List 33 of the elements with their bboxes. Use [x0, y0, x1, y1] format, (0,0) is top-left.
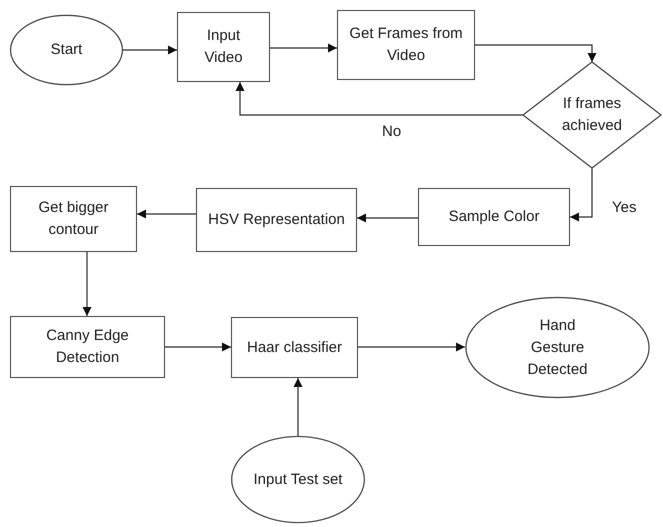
decision-diamond: [523, 62, 661, 168]
arrow: [570, 168, 593, 222]
node-label: Input Video: [203, 26, 244, 68]
arrow: [236, 82, 523, 116]
process-box: [231, 317, 358, 378]
arrow: [358, 342, 465, 352]
node-label: Haar classifier: [246, 338, 344, 358]
terminal-ellipse: [465, 297, 650, 398]
node-label: If frames achieved: [560, 94, 624, 136]
node-label: Get Frames from Video: [348, 24, 464, 66]
node-label: Hand Gesture Detected: [526, 316, 589, 380]
process-box: [196, 188, 357, 252]
arrow: [270, 44, 337, 52]
arrow: [137, 210, 196, 218]
terminal-ellipse: [231, 436, 365, 523]
node-label: Start: [50, 40, 84, 60]
arrow: [475, 44, 596, 62]
process-box: [418, 188, 570, 246]
node-label: Sample Color: [448, 207, 540, 227]
node-label: Get bigger contour: [37, 198, 110, 240]
process-box: [337, 10, 475, 80]
process-box: [10, 316, 165, 378]
arrow: [165, 342, 231, 352]
process-box: [177, 12, 270, 82]
node-label: Input Test set: [252, 470, 344, 490]
arrow: [82, 252, 92, 316]
process-box: [10, 186, 137, 252]
arrow: [123, 46, 177, 54]
node-label: HSV Representation: [207, 210, 346, 230]
node-label: Canny Edge Detection: [45, 326, 130, 368]
terminal-ellipse: [10, 15, 123, 85]
arrow: [294, 378, 302, 436]
arrow: [357, 214, 418, 222]
